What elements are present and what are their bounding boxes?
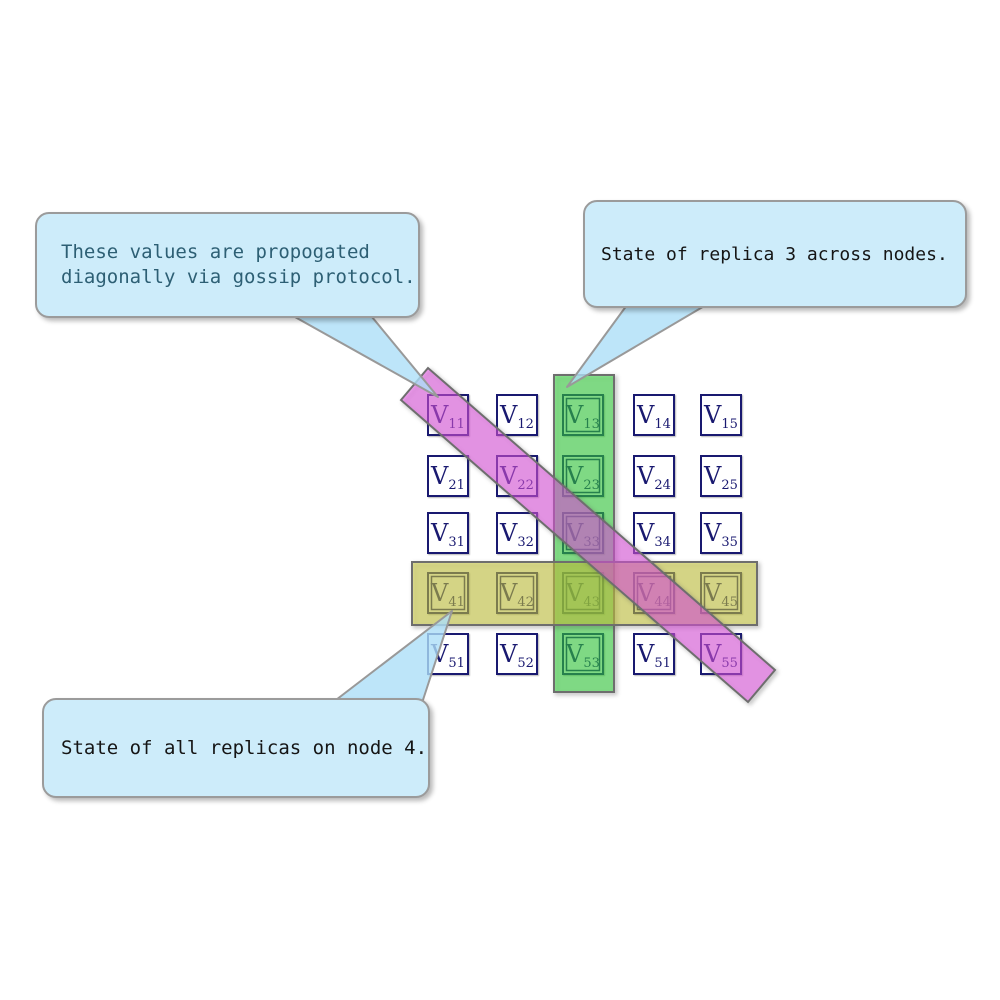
callout-gossip-line-2: diagonally via gossip protocol. [61,266,416,288]
cell-border [700,394,742,436]
cell-border [496,512,538,554]
matrix-cell-v12-r1c2: V12 [496,394,538,436]
matrix-cell-v51-r5c4: V51 [633,633,675,675]
matrix-cell-v52-r5c2: V52 [496,633,538,675]
callout-replica-3: State of replica 3 across nodes. [583,200,967,308]
matrix-cell-v24-r2c4: V24 [633,455,675,497]
matrix-cell-v32-r3c2: V32 [496,512,538,554]
matrix-cell-v34-r3c4: V34 [633,512,675,554]
cell-label: V51 [636,640,671,671]
cell-border [427,455,469,497]
matrix-cell-v21-r2c1: V21 [427,455,469,497]
cell-border [633,512,675,554]
matrix-cell-v35-r3c5: V35 [700,512,742,554]
cell-border [496,633,538,675]
matrix-cell-v15-r1c5: V15 [700,394,742,436]
cell-border [700,512,742,554]
callout-node-4-line-1: State of all replicas on node 4. [61,736,428,759]
cell-border [427,512,469,554]
cell-border [496,394,538,436]
callout-gossip-protocol: These values are propogated diagonally v… [35,212,420,318]
cell-border [633,633,675,675]
cell-border [700,455,742,497]
cell-border [633,455,675,497]
cell-border [633,394,675,436]
callout-tail-node4 [331,610,453,704]
callout-replica-3-line-1: State of replica 3 across nodes. [601,243,948,265]
matrix-cell-v14-r1c4: V14 [633,394,675,436]
matrix-cell-v31-r3c1: V31 [427,512,469,554]
callout-tail-gossip [294,316,439,398]
callout-node-4: State of all replicas on node 4. [42,698,430,798]
callout-gossip-line-1: These values are propogated [61,241,370,263]
matrix-cell-v25-r2c5: V25 [700,455,742,497]
callout-tail-replica3 [566,304,707,388]
